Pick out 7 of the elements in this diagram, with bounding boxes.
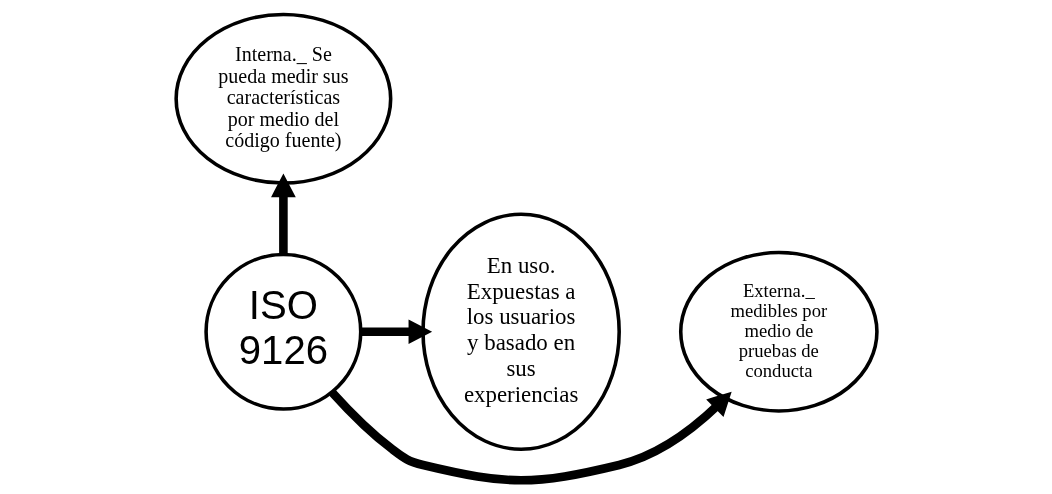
node-ellipse: Interna._ Se pueda medir sus características por medio del código fuente) bbox=[173, 12, 392, 185]
arrow bbox=[270, 173, 296, 254]
arrow bbox=[360, 318, 432, 344]
node-ellipse: En uso. Expuestas a los usuarios y basado en sus experiencias bbox=[420, 212, 621, 451]
node-ellipse: Externa._ medibles por medio de pruebas de conducta bbox=[678, 250, 879, 413]
arrow bbox=[328, 389, 732, 484]
node-circle: ISO 9126 bbox=[203, 252, 362, 411]
